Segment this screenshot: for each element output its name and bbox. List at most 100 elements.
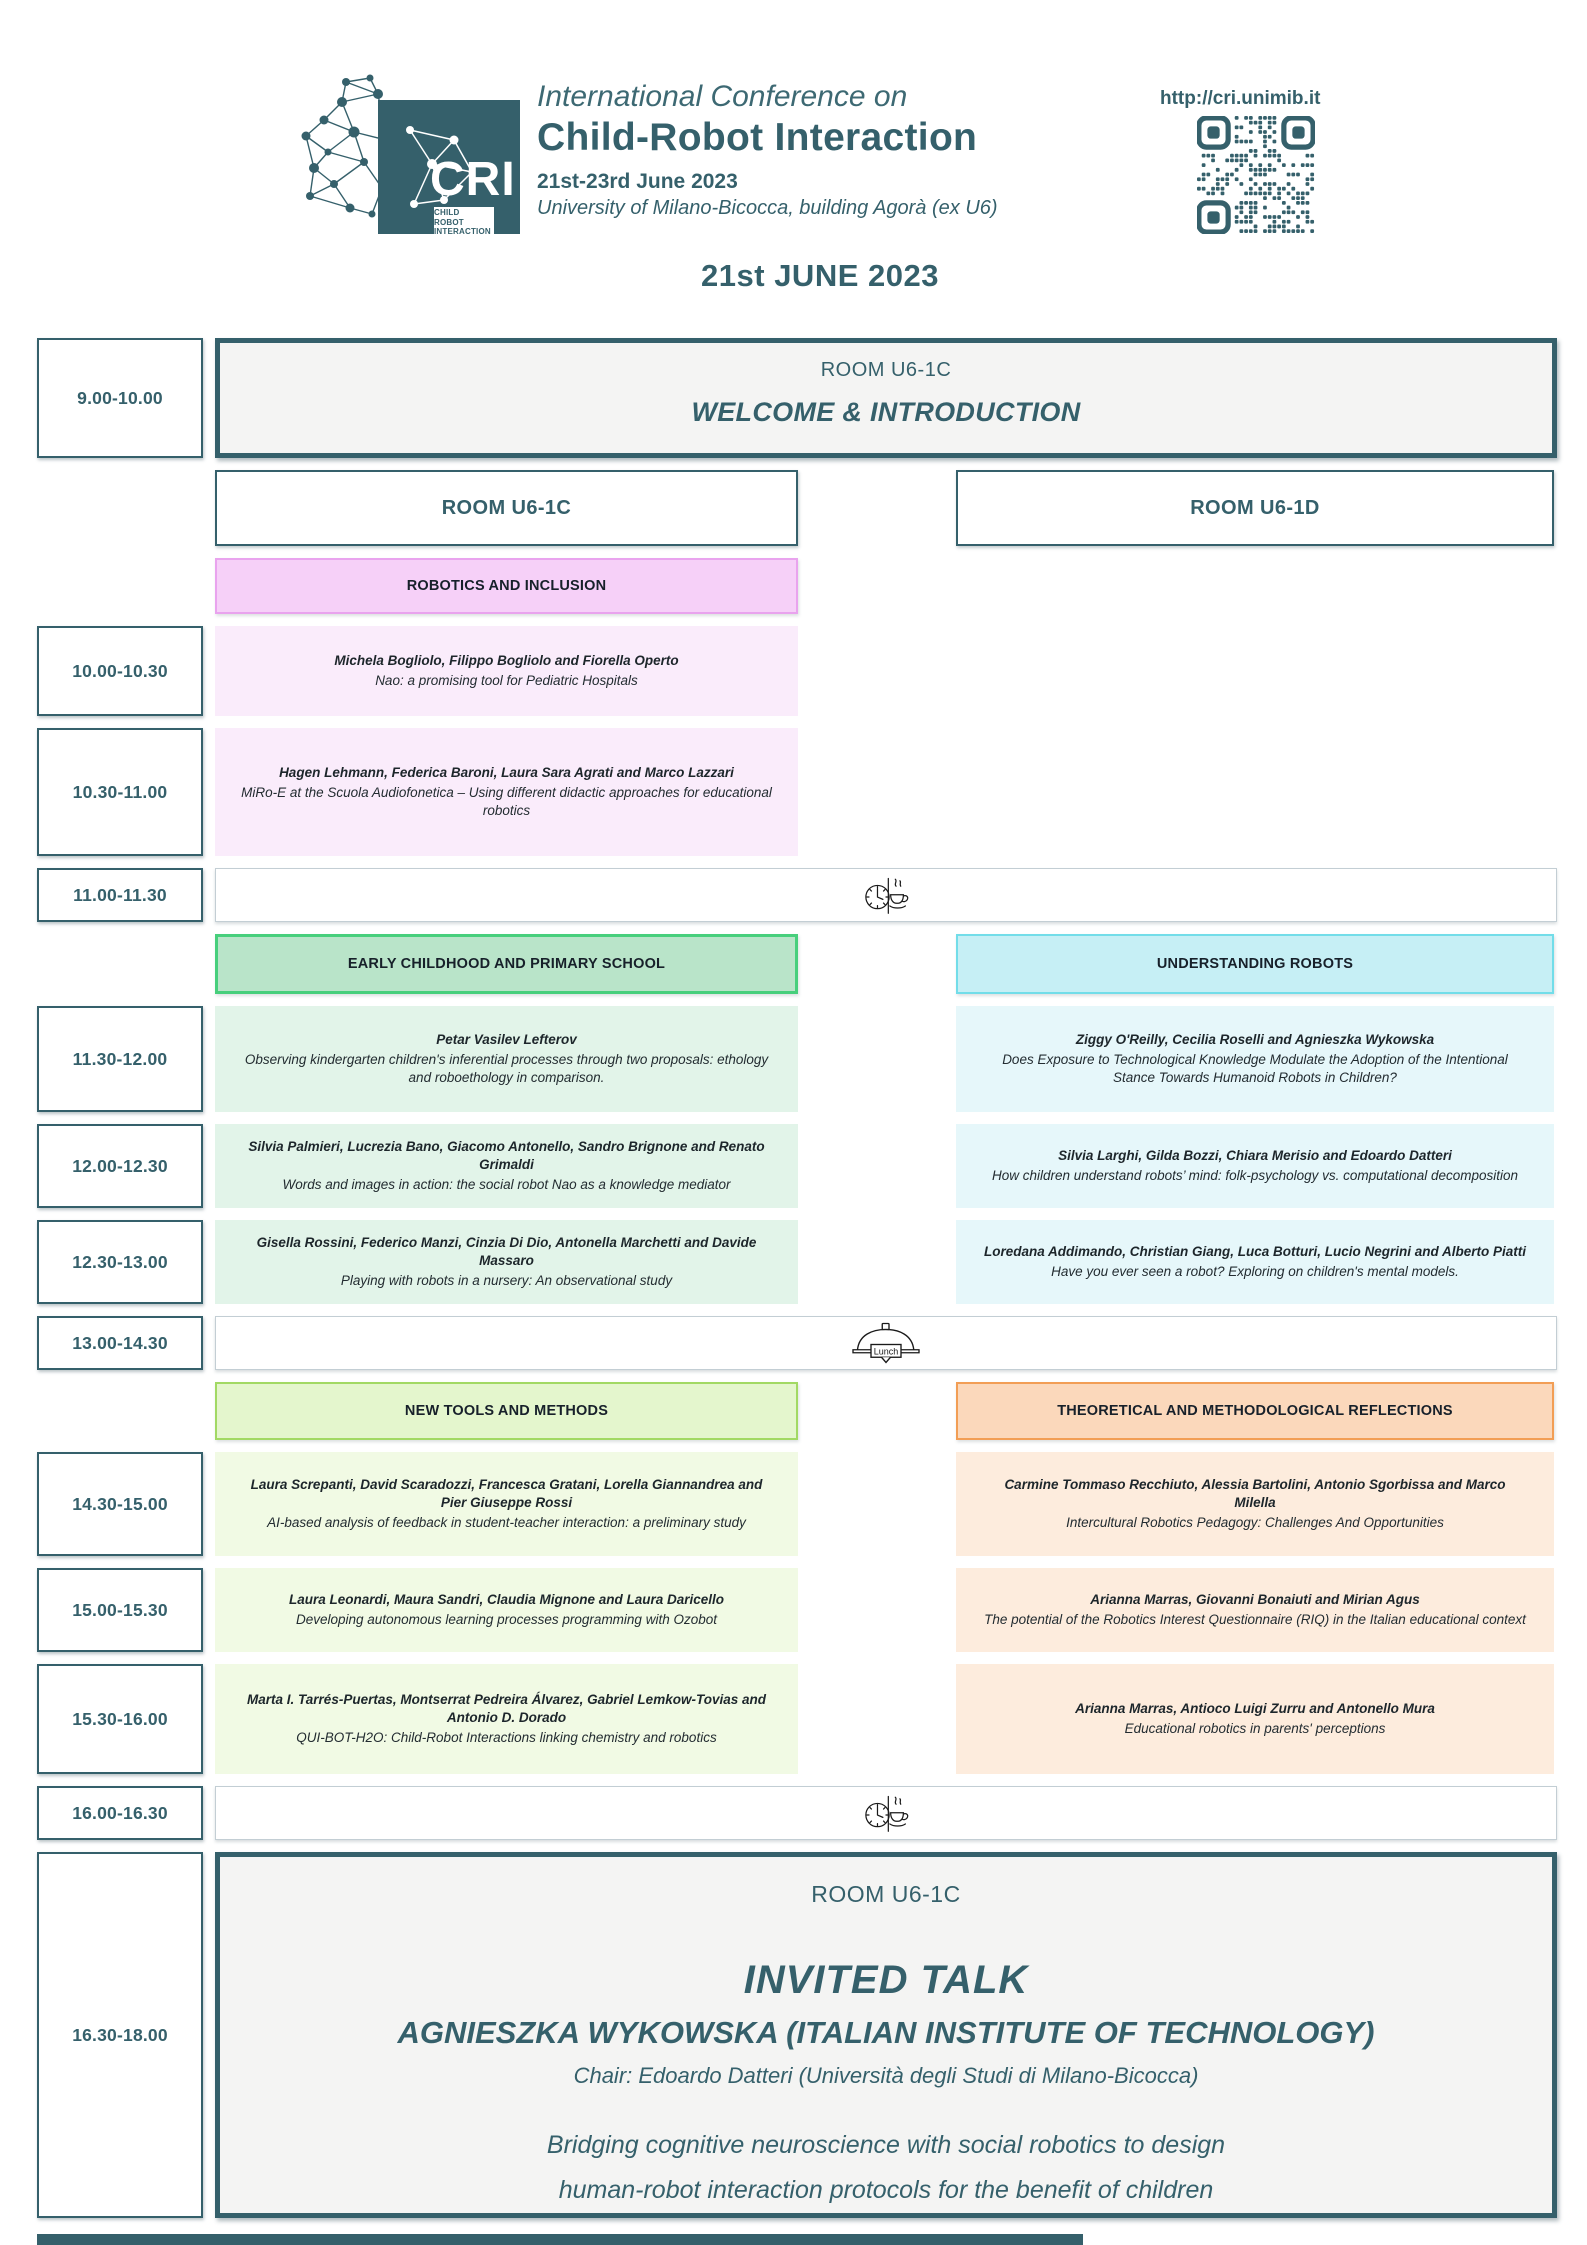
invited-talk-title-line2: human-robot interaction protocols for th… bbox=[558, 2176, 1214, 2204]
talk-block: Silvia Palmieri, Lucrezia Bano, Giacomo … bbox=[215, 1124, 798, 1208]
time-cell: 10.00-10.30 bbox=[37, 626, 203, 716]
network-graphic-overlay-icon bbox=[406, 126, 476, 208]
talk-block: Laura Leonardi, Maura Sandri, Claudia Mi… bbox=[215, 1568, 798, 1652]
room-header-u6-1c: ROOM U6-1C bbox=[215, 470, 798, 546]
talk-title: QUI-BOT-H2O: Child-Robot Interactions li… bbox=[296, 1730, 717, 1746]
date-heading: 21st JUNE 2023 bbox=[701, 258, 939, 293]
time-cell-empty bbox=[37, 1382, 203, 1440]
time-cell: 11.30-12.00 bbox=[37, 1006, 203, 1112]
time-cell: 12.00-12.30 bbox=[37, 1124, 203, 1208]
section-header-row: NEW TOOLS AND METHODS THEORETICAL AND ME… bbox=[0, 1382, 1587, 1440]
lunch-icon: Lunch bbox=[852, 1322, 920, 1364]
schedule-grid: 9.00-10.00 ROOM U6-1C WELCOME & INTRODUC… bbox=[0, 338, 1587, 2230]
talk-authors: Marta I. Tarrés-Puertas, Montserrat Pedr… bbox=[247, 1691, 766, 1725]
talk-title: Observing kindergarten children's infere… bbox=[244, 1051, 769, 1086]
talk-title: Does Exposure to Technological Knowledge… bbox=[1002, 1051, 1508, 1086]
talk-authors: Arianna Marras, Giovanni Bonaiuti and Mi… bbox=[1090, 1591, 1420, 1607]
schedule-row: 10.30-11.00 Hagen Lehmann, Federica Baro… bbox=[0, 728, 1587, 856]
talk-authors: Arianna Marras, Antioco Luigi Zurru and … bbox=[1075, 1700, 1435, 1716]
logo-subtitle: CHILD ROBOT INTERACTION bbox=[434, 207, 494, 237]
talk-authors: Silvia Larghi, Gilda Bozzi, Chiara Meris… bbox=[1058, 1147, 1452, 1163]
talk-authors: Ziggy O'Reilly, Cecilia Roselli and Agni… bbox=[1075, 1031, 1435, 1047]
schedule-row: 10.00-10.30 Michela Bogliolo, Filippo Bo… bbox=[0, 626, 1587, 716]
invited-talk-row: 16.30-18.00 ROOM U6-1C INVITED TALK AGNI… bbox=[0, 1852, 1587, 2218]
talk-block: Arianna Marras, Antioco Luigi Zurru and … bbox=[956, 1664, 1554, 1774]
talk-title: AI-based analysis of feedback in student… bbox=[267, 1515, 746, 1531]
time-cell: 10.30-11.00 bbox=[37, 728, 203, 856]
talk-block: Silvia Larghi, Gilda Bozzi, Chiara Meris… bbox=[956, 1124, 1554, 1208]
invited-talk-title-line1: Bridging cognitive neuroscience with soc… bbox=[546, 2131, 1226, 2159]
next-section-edge bbox=[37, 2234, 1083, 2245]
section-header-row: EARLY CHILDHOOD AND PRIMARY SCHOOL UNDER… bbox=[0, 934, 1587, 994]
section-theoretical: THEORETICAL AND METHODOLOGICAL REFLECTIO… bbox=[956, 1382, 1554, 1440]
talk-authors: Loredana Addimando, Christian Giang, Luc… bbox=[983, 1243, 1527, 1259]
welcome-room-label: ROOM U6-1C bbox=[820, 359, 952, 381]
time-cell: 16.00-16.30 bbox=[37, 1786, 203, 1840]
logo-square: CRI CHILD ROBOT INTERACTION bbox=[378, 100, 520, 237]
talk-title: Playing with robots in a nursery: An obs… bbox=[340, 1273, 673, 1289]
talk-block: Hagen Lehmann, Federica Baroni, Laura Sa… bbox=[215, 728, 798, 856]
time-cell: 12.30-13.00 bbox=[37, 1220, 203, 1304]
schedule-row: 15.30-16.00 Marta I. Tarrés-Puertas, Mon… bbox=[0, 1664, 1587, 1774]
section-new-tools: NEW TOOLS AND METHODS bbox=[215, 1382, 798, 1440]
talk-block: Petar Vasilev Lefterov Observing kinderg… bbox=[215, 1006, 798, 1112]
talk-title: Have you ever seen a robot? Exploring on… bbox=[1051, 1264, 1459, 1279]
talk-authors: Petar Vasilev Lefterov bbox=[436, 1031, 577, 1047]
talk-title: Nao: a promising tool for Pediatric Hosp… bbox=[375, 673, 638, 688]
time-cell: 13.00-14.30 bbox=[37, 1316, 203, 1370]
talk-title: Developing autonomous learning processes… bbox=[296, 1612, 717, 1627]
welcome-title: WELCOME & INTRODUCTION bbox=[691, 397, 1081, 427]
schedule-row: 14.30-15.00 Laura Screpanti, David Scara… bbox=[0, 1452, 1587, 1556]
coffee-break-box bbox=[215, 868, 1557, 922]
talk-block: Michela Bogliolo, Filippo Bogliolo and F… bbox=[215, 626, 798, 716]
room-header-u6-1d: ROOM U6-1D bbox=[956, 470, 1554, 546]
lunch-break-row: 13.00-14.30 Lunch bbox=[0, 1316, 1587, 1370]
title-line2: Child-Robot Interaction bbox=[537, 116, 978, 159]
qr-code bbox=[1197, 116, 1315, 234]
talk-block: Laura Screpanti, David Scaradozzi, Franc… bbox=[215, 1452, 798, 1556]
time-cell-empty bbox=[37, 558, 203, 614]
talk-authors: Gisella Rossini, Federico Manzi, Cinzia … bbox=[256, 1234, 757, 1268]
talk-block: Ziggy O'Reilly, Cecilia Roselli and Agni… bbox=[956, 1006, 1554, 1112]
conference-url[interactable]: http://cri.unimib.it bbox=[1160, 88, 1321, 109]
coffee-break-row: 11.00-11.30 bbox=[0, 868, 1587, 922]
qr-block: http://cri.unimib.it bbox=[1160, 88, 1321, 234]
schedule-row: 15.00-15.30 Laura Leonardi, Maura Sandri… bbox=[0, 1568, 1587, 1652]
invited-room-label: ROOM U6-1C bbox=[811, 1881, 961, 1907]
time-cell: 15.30-16.00 bbox=[37, 1664, 203, 1774]
coffee-break-box bbox=[215, 1786, 1557, 1840]
lunch-break-box: Lunch bbox=[215, 1316, 1557, 1370]
time-cell-empty bbox=[37, 470, 203, 546]
invited-talk-heading: INVITED TALK bbox=[743, 1958, 1029, 2002]
invited-talk-box: ROOM U6-1C INVITED TALK AGNIESZKA WYKOWS… bbox=[215, 1852, 1557, 2218]
talk-block: Arianna Marras, Giovanni Bonaiuti and Mi… bbox=[956, 1568, 1554, 1652]
talk-authors: Laura Screpanti, David Scaradozzi, Franc… bbox=[250, 1476, 763, 1510]
time-cell: 16.30-18.00 bbox=[37, 1852, 203, 2218]
cri-logo: CRI CHILD ROBOT INTERACTION bbox=[292, 70, 582, 245]
talk-block: Loredana Addimando, Christian Giang, Luc… bbox=[956, 1220, 1554, 1304]
talk-block: Carmine Tommaso Recchiuto, Alessia Barto… bbox=[956, 1452, 1554, 1556]
schedule-row: 11.30-12.00 Petar Vasilev Lefterov Obser… bbox=[0, 1006, 1587, 1112]
talk-block: Gisella Rossini, Federico Manzi, Cinzia … bbox=[215, 1220, 798, 1304]
time-cell: 11.00-11.30 bbox=[37, 868, 203, 922]
section-understanding-robots: UNDERSTANDING ROBOTS bbox=[956, 934, 1554, 994]
schedule-row: 12.30-13.00 Gisella Rossini, Federico Ma… bbox=[0, 1220, 1587, 1304]
conference-venue: University of Milano-Bicocca, building A… bbox=[537, 197, 998, 219]
coffee-break-icon bbox=[865, 877, 909, 914]
coffee-break-row: 16.00-16.30 bbox=[0, 1786, 1587, 1840]
talk-title: Educational robotics in parents' percept… bbox=[1124, 1721, 1386, 1736]
section-robotics-and-inclusion: ROBOTICS AND INCLUSION bbox=[215, 558, 798, 614]
time-cell: 15.00-15.30 bbox=[37, 1568, 203, 1652]
schedule-row: 9.00-10.00 ROOM U6-1C WELCOME & INTRODUC… bbox=[0, 338, 1587, 458]
conference-dates: 21st-23rd June 2023 bbox=[537, 170, 738, 193]
talk-title: How children understand robots’ mind: fo… bbox=[991, 1168, 1519, 1183]
invited-chair: Chair: Edoardo Datteri (Università degli… bbox=[573, 2063, 1199, 2088]
room-header-row: ROOM U6-1C ROOM U6-1D bbox=[0, 470, 1587, 546]
conference-title-block: International Conference on Child-Robot … bbox=[537, 80, 998, 220]
talk-authors: Laura Leonardi, Maura Sandri, Claudia Mi… bbox=[288, 1591, 725, 1607]
talk-title: Intercultural Robotics Pedagogy: Challen… bbox=[1066, 1515, 1444, 1531]
talk-authors: Carmine Tommaso Recchiuto, Alessia Barto… bbox=[1004, 1476, 1506, 1510]
lunch-label: Lunch bbox=[874, 1346, 899, 1356]
talk-title: Words and images in action: the social r… bbox=[282, 1177, 731, 1193]
